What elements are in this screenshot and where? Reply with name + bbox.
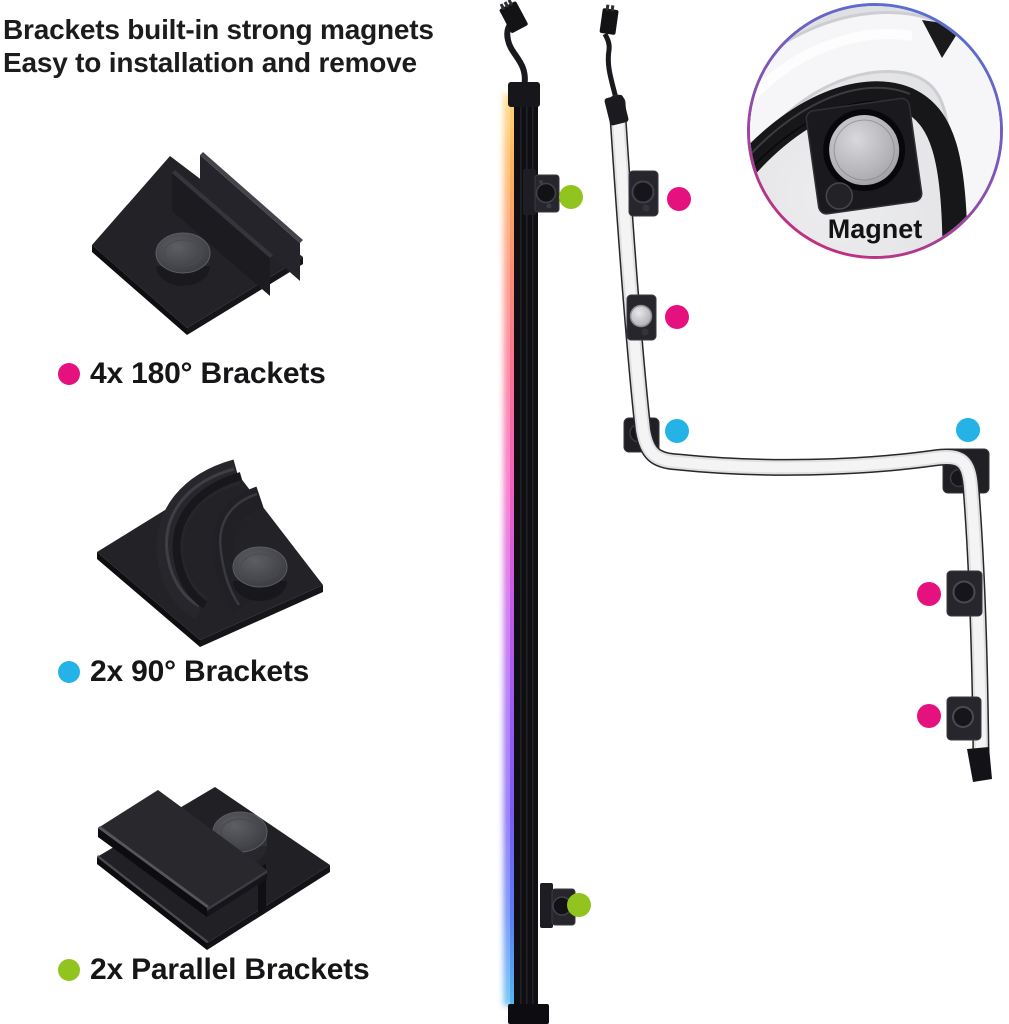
magnet-disc bbox=[823, 109, 906, 192]
legend-label-180: 4x 180° Brackets bbox=[90, 357, 326, 390]
legend-item-180: 4x 180° Brackets bbox=[58, 357, 326, 391]
180-bracket-4 bbox=[946, 696, 982, 741]
title-line-1: Brackets built-in strong magnets bbox=[3, 14, 434, 45]
white-strip-top-clamp bbox=[604, 94, 629, 126]
white-strip-wire bbox=[602, 32, 620, 104]
marker-180-2 bbox=[665, 305, 689, 329]
marker-90-2 bbox=[956, 418, 980, 442]
rgb-strip-top-cap bbox=[508, 82, 540, 107]
magnet-bracket bbox=[805, 97, 923, 215]
legend-item-parallel: 2x Parallel Brackets bbox=[58, 953, 370, 987]
marker-parallel-2 bbox=[567, 893, 591, 917]
magnet-closeup-photo bbox=[750, 6, 1000, 256]
rgb-strip-connector bbox=[499, 0, 528, 33]
marker-180-4 bbox=[917, 704, 941, 728]
page-title: Brackets built-in strong magnets Easy to… bbox=[3, 13, 434, 79]
led-strip-white bbox=[599, 4, 992, 782]
legend-dot-180 bbox=[58, 363, 80, 385]
marker-180-1 bbox=[667, 187, 691, 211]
legend-item-90: 2x 90° Brackets bbox=[58, 655, 309, 689]
white-diffuser-band bbox=[750, 14, 1000, 256]
legend-label-90: 2x 90° Brackets bbox=[90, 655, 310, 688]
bracket-parallel-photo bbox=[97, 787, 330, 950]
marker-90-1 bbox=[665, 419, 689, 443]
parallel-bracket-on-black-top bbox=[523, 169, 560, 215]
white-strip-connector bbox=[599, 4, 619, 35]
legend-dot-90 bbox=[58, 661, 80, 683]
rgb-strip-bottom-cap bbox=[508, 1004, 549, 1024]
rgb-strip-wire bbox=[504, 21, 528, 89]
led-strip-edge bbox=[750, 81, 968, 256]
white-strip-end-cap bbox=[967, 747, 992, 782]
rgb-strip-black bbox=[499, 0, 576, 1024]
180-bracket-3 bbox=[946, 570, 983, 617]
marker-180-3 bbox=[917, 582, 941, 606]
title-line-2: Easy to installation and remove bbox=[3, 47, 417, 78]
bracket-90-photo bbox=[97, 459, 323, 647]
magnet-inset-ring: Magnet bbox=[747, 3, 1003, 259]
magnet-inset-label: Magnet bbox=[827, 214, 923, 244]
legend-dot-parallel bbox=[58, 959, 80, 981]
180-bracket-2 bbox=[626, 294, 657, 341]
bracket-180-photo bbox=[92, 152, 303, 335]
legend-label-parallel: 2x Parallel Brackets bbox=[90, 953, 370, 986]
rgb-glow bbox=[504, 94, 513, 1006]
marker-parallel-1 bbox=[559, 185, 583, 209]
180-bracket-1 bbox=[628, 170, 659, 217]
magnet-inset: Magnet bbox=[750, 6, 1000, 256]
